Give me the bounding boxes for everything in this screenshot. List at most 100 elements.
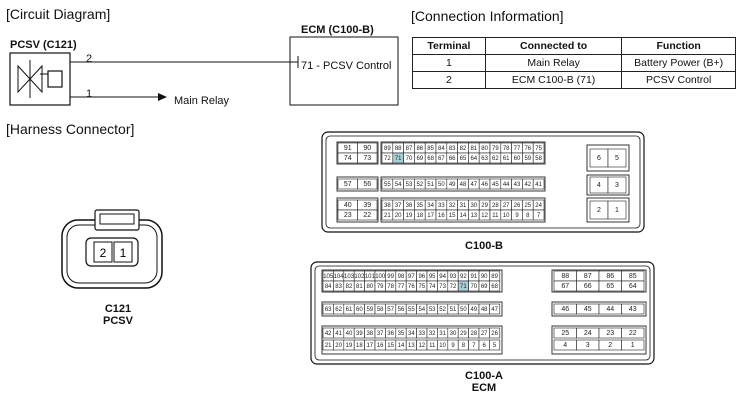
pin-cell — [607, 176, 627, 194]
pin-number: 26 — [514, 203, 521, 209]
pin-number: 31 — [460, 203, 467, 209]
pin-number: 31 — [439, 331, 446, 337]
pin-number: 47 — [491, 307, 498, 313]
pin-number: 19 — [346, 343, 353, 349]
pin-number: 35 — [416, 203, 423, 209]
pin-number: 16 — [438, 213, 445, 219]
c100a-label-line2: ECM — [471, 382, 497, 394]
circuit-diagram-heading: [Circuit Diagram] — [6, 6, 111, 22]
pin-number: 56 — [363, 181, 371, 188]
pin-number: 25 — [561, 330, 569, 337]
pin-number: 64 — [470, 156, 477, 162]
pin-number: 15 — [387, 343, 394, 349]
pin-number: 18 — [356, 343, 363, 349]
arrow-icon — [158, 93, 167, 101]
pin-number: 49 — [449, 182, 456, 188]
pin-number: 15 — [449, 213, 456, 219]
c100b-label: C100-B — [465, 240, 503, 252]
pin-number: 30 — [450, 331, 457, 337]
pin-number: 87 — [584, 273, 592, 280]
pin-number: 55 — [408, 307, 415, 313]
pin-number: 9 — [515, 213, 519, 219]
pin-number: 37 — [395, 203, 402, 209]
pin-number: 58 — [535, 156, 542, 162]
pin-number: 51 — [450, 307, 457, 313]
pin-number: 27 — [503, 203, 510, 209]
pin-cell — [621, 339, 645, 351]
ecm-pin-71-label: 71 - PCSV Control — [301, 60, 392, 72]
pin-number: 65 — [460, 156, 467, 162]
pin-number: 75 — [535, 146, 542, 152]
pin-number: 30 — [470, 203, 477, 209]
pin-number: 89 — [384, 146, 391, 152]
pin-number: 66 — [449, 156, 456, 162]
pin-number: 3 — [586, 342, 590, 349]
pin-number: 71 — [460, 284, 467, 290]
pin-cell — [489, 339, 501, 351]
pin-number: 50 — [438, 182, 445, 188]
pin-cell — [489, 280, 501, 292]
cell-function: PCSV Control — [621, 71, 736, 89]
pin-number: 34 — [427, 203, 434, 209]
pin-number: 32 — [429, 331, 436, 337]
circuit-wires — [70, 61, 298, 98]
pin-number: 39 — [363, 202, 371, 209]
pin-cell — [532, 209, 545, 221]
pin-number: 17 — [366, 343, 373, 349]
pin-number: 73 — [363, 155, 371, 162]
pin-number: 33 — [418, 331, 425, 337]
wire-number-1: 1 — [86, 88, 93, 100]
pin-number: 56 — [398, 307, 405, 313]
pin-number: 62 — [492, 156, 499, 162]
c100a-outer — [310, 261, 655, 365]
pin-number: 25 — [524, 203, 531, 209]
pin-number: 17 — [427, 213, 434, 219]
pin-number: 93 — [450, 274, 457, 280]
pin-number: 48 — [481, 307, 488, 313]
pin-number: 2 — [608, 342, 612, 349]
pin-number: 11 — [429, 343, 436, 349]
pin-number: 70 — [470, 284, 477, 290]
pin-number: 28 — [492, 203, 499, 209]
pin-group — [551, 269, 647, 293]
pin-number: 85 — [427, 146, 434, 152]
pin-number: 90 — [363, 145, 371, 152]
pin-number: 59 — [366, 307, 373, 313]
pin-number: 20 — [395, 213, 402, 219]
pin-number: 92 — [460, 274, 467, 280]
pin-group — [321, 269, 503, 293]
pin-group — [380, 176, 546, 192]
pin-number: 24 — [535, 203, 542, 209]
pin-number: 86 — [416, 146, 423, 152]
pin-number: 68 — [491, 284, 498, 290]
pin-number: 38 — [384, 203, 391, 209]
pin-number: 87 — [406, 146, 413, 152]
pin-number: 60 — [514, 156, 521, 162]
pin-number: 19 — [406, 213, 413, 219]
pin-cell — [607, 148, 627, 168]
pin-number: 74 — [429, 284, 436, 290]
pin-number: 44 — [606, 306, 614, 313]
pin-number: 91 — [344, 145, 352, 152]
pin-number: 68 — [427, 156, 434, 162]
pin-number: 38 — [366, 331, 373, 337]
pin-number: 44 — [503, 182, 510, 188]
pin-number: 53 — [429, 307, 436, 313]
pin-number: 65 — [606, 283, 614, 290]
pin-number: 104 — [334, 274, 345, 280]
pin-number: 99 — [387, 274, 394, 280]
pin-number: 37 — [377, 331, 384, 337]
pin-number: 49 — [470, 307, 477, 313]
pin-number: 28 — [470, 331, 477, 337]
pin-cell — [607, 200, 627, 220]
pin-number: 23 — [606, 330, 614, 337]
pin-group — [586, 174, 630, 196]
pin-group — [321, 301, 503, 317]
pin-group — [551, 301, 647, 317]
pin-number: 89 — [491, 274, 498, 280]
pin-number: 62 — [335, 307, 342, 313]
pin-number: 3 — [615, 182, 619, 189]
pin-number: 14 — [398, 343, 405, 349]
pin-number: 43 — [629, 306, 637, 313]
pin-number: 52 — [439, 307, 446, 313]
